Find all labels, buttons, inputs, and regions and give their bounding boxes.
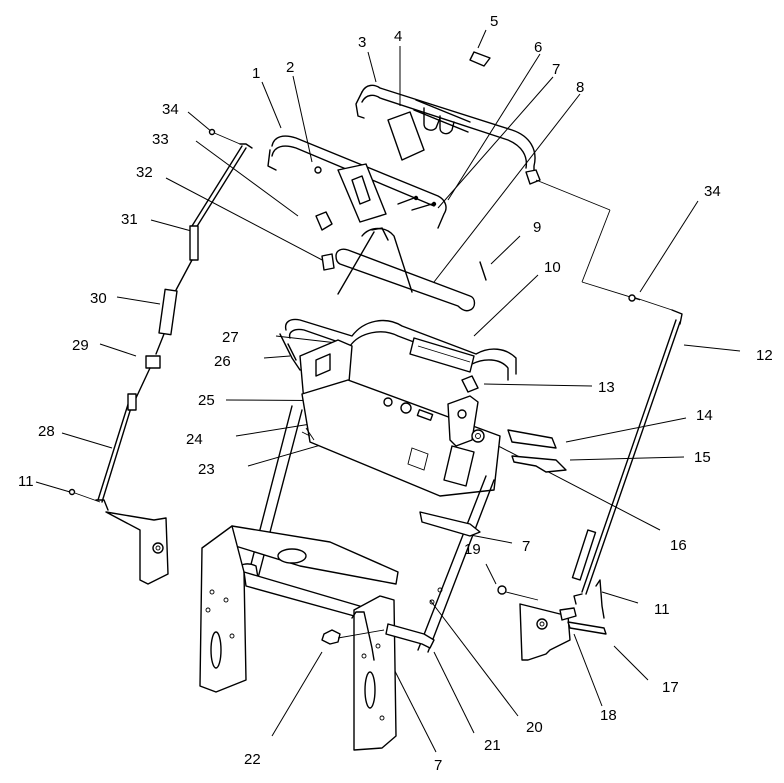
callout-7: 7: [434, 757, 442, 774]
callout-6: 6: [534, 39, 542, 56]
callout-11: 11: [654, 601, 670, 618]
callout-24: 24: [186, 431, 203, 448]
callout-4: 4: [394, 28, 402, 45]
callout-27: 27: [222, 329, 239, 346]
callout-22: 22: [244, 751, 261, 768]
callout-7: 7: [522, 538, 530, 555]
callout-11: 11: [18, 473, 34, 490]
callout-17: 17: [662, 679, 679, 696]
callout-16: 16: [670, 537, 687, 554]
callout-7: 7: [552, 61, 560, 78]
callout-23: 23: [198, 461, 215, 478]
callout-34: 34: [162, 101, 179, 118]
callout-8: 8: [576, 79, 584, 96]
callout-20: 20: [526, 719, 543, 736]
callout-labels: 5 3 4 6 7 8 1 2 34 33 32 31 9 34 10 30 1…: [18, 13, 773, 774]
callout-33: 33: [152, 131, 169, 148]
leader-lines: [35, 29, 741, 753]
callout-25: 25: [198, 392, 215, 409]
callout-34: 34: [704, 183, 721, 200]
main-handle: [237, 318, 567, 653]
left-lower-bracket: [105, 511, 169, 585]
callout-13: 13: [598, 379, 615, 396]
callout-3: 3: [358, 34, 366, 51]
callout-2: 2: [286, 59, 294, 76]
right-lower-bracket: [497, 579, 607, 661]
callout-1: 1: [252, 65, 260, 82]
callout-5: 5: [490, 13, 498, 30]
right-control-rod: [571, 294, 683, 605]
callout-18: 18: [600, 707, 617, 724]
callout-29: 29: [72, 337, 89, 354]
callout-28: 28: [38, 423, 55, 440]
callout-31: 31: [121, 211, 138, 228]
callout-12: 12: [756, 347, 773, 364]
callout-32: 32: [136, 164, 153, 181]
handle-mount-bracket: [199, 525, 435, 751]
left-control-rod: [68, 128, 253, 511]
callout-26: 26: [214, 353, 231, 370]
callout-15: 15: [694, 449, 711, 466]
callout-19: 19: [464, 541, 481, 558]
callout-14: 14: [696, 407, 713, 424]
upper-bail-assembly: [267, 51, 641, 312]
callout-9: 9: [533, 219, 541, 236]
callout-30: 30: [90, 290, 107, 307]
callout-21: 21: [484, 737, 501, 754]
callout-10: 10: [544, 259, 561, 276]
